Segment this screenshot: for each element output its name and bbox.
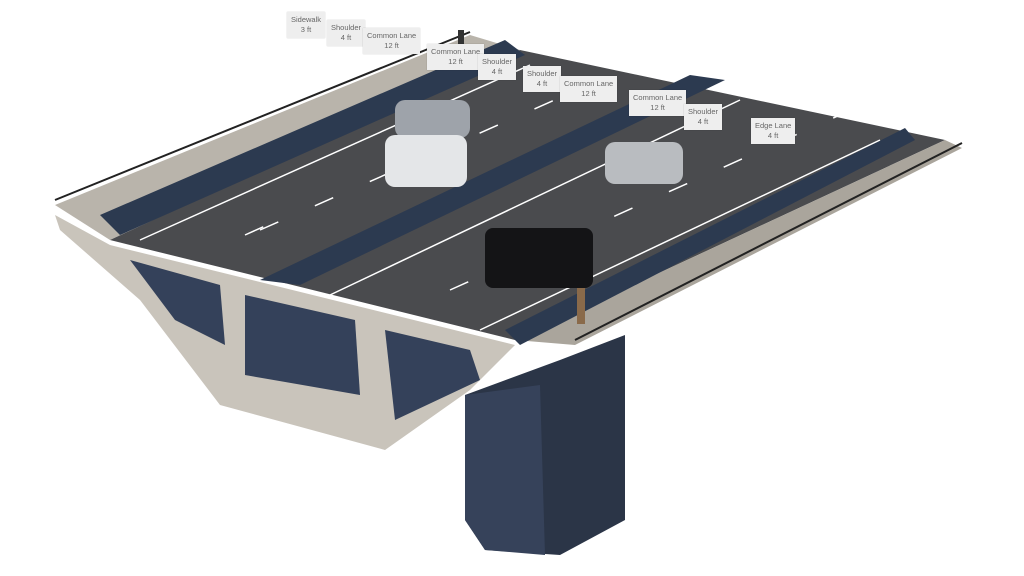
label-width: 12 ft bbox=[581, 89, 596, 98]
label-width: 4 ft bbox=[491, 67, 503, 76]
girder-cell bbox=[130, 260, 225, 345]
label-name: Common Lane bbox=[431, 47, 481, 56]
label-width: 4 ft bbox=[697, 117, 709, 126]
label-width: 4 ft bbox=[340, 33, 352, 42]
right-barrier bbox=[505, 128, 915, 345]
median-barrier bbox=[260, 75, 725, 285]
label-name: Common Lane bbox=[564, 79, 614, 88]
girder-cell bbox=[245, 295, 360, 395]
label-name: Common Lane bbox=[367, 31, 417, 40]
car bbox=[395, 100, 470, 138]
label-width: 12 ft bbox=[650, 103, 665, 112]
pickup-truck bbox=[485, 228, 593, 288]
pedestrian bbox=[577, 288, 585, 324]
car bbox=[385, 135, 467, 187]
label-width: 4 ft bbox=[536, 79, 548, 88]
right-sidewalk bbox=[515, 140, 962, 345]
label-name: Shoulder bbox=[331, 23, 362, 32]
girder-cell bbox=[385, 330, 480, 420]
label-name: Shoulder bbox=[482, 57, 513, 66]
pedestrian bbox=[458, 30, 464, 48]
car bbox=[605, 142, 683, 184]
pier-face bbox=[465, 385, 545, 555]
label-width: 12 ft bbox=[384, 41, 399, 50]
railing bbox=[54, 31, 471, 201]
label-name: Edge Lane bbox=[755, 121, 792, 130]
label-width: 12 ft bbox=[448, 57, 463, 66]
label-name: Common Lane bbox=[633, 93, 683, 102]
label-width: 4 ft bbox=[767, 131, 779, 140]
left-barrier bbox=[100, 40, 525, 235]
label-width: 3 ft bbox=[300, 25, 312, 34]
railing bbox=[574, 142, 963, 341]
label-name: Shoulder bbox=[527, 69, 558, 78]
label-name: Shoulder bbox=[688, 107, 719, 116]
label-name: Sidewalk bbox=[291, 15, 322, 24]
